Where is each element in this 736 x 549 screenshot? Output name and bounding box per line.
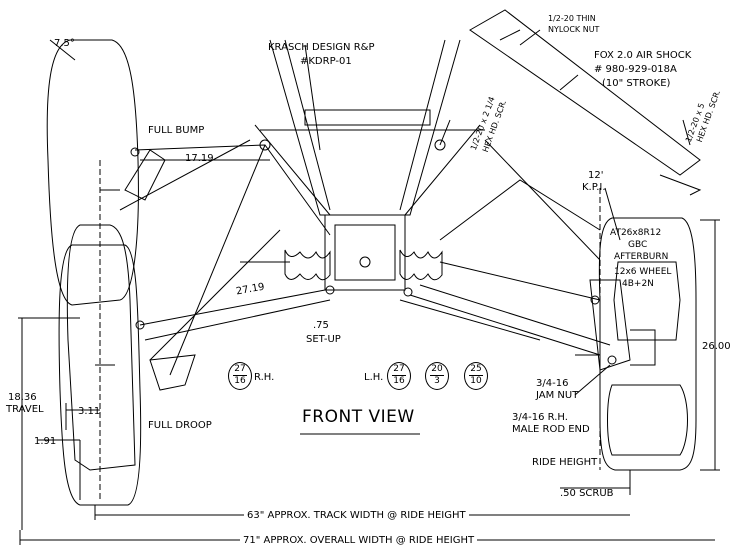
wheel-label-1: 12x6 WHEEL bbox=[614, 267, 672, 277]
track-width-label: 63" APPROX. TRACK WIDTH @ RIDE HEIGHT bbox=[244, 510, 469, 521]
setup-value-label: .75 bbox=[313, 320, 329, 331]
callout-bottom: 10 bbox=[470, 376, 482, 386]
right-tire bbox=[598, 217, 697, 471]
jam-nut-label-1: 3/4-16 bbox=[536, 378, 569, 389]
thin-nut-label: 1/2-20 THIN bbox=[548, 14, 596, 23]
tire-label-1: AT26x8R12 bbox=[610, 228, 662, 238]
dim-311-label: 3.11 bbox=[78, 406, 101, 417]
lower-arm-right bbox=[409, 294, 601, 356]
dim-191-label: 1.91 bbox=[34, 436, 57, 447]
travel-label: TRAVEL bbox=[6, 404, 44, 415]
part-number-label: #KDRP-01 bbox=[300, 56, 352, 67]
callout-bottom: 16 bbox=[393, 376, 405, 386]
height-label: 26.00 bbox=[702, 341, 731, 352]
rh-label: R.H. bbox=[254, 372, 275, 383]
full-bump-label: FULL BUMP bbox=[148, 125, 205, 136]
upper-arm-left bbox=[134, 144, 331, 236]
tire-label-3: AFTERBURN bbox=[614, 252, 669, 262]
full-droop-label: FULL DROOP bbox=[148, 420, 212, 431]
upper-arm-length-label: 17.19 bbox=[185, 153, 214, 164]
left-tire-droop bbox=[66, 224, 136, 471]
callout-top: 20 bbox=[430, 364, 444, 376]
shock-label-2: # 980-929-018A bbox=[594, 64, 677, 75]
callout-bubble: 25 10 bbox=[464, 362, 488, 390]
shock-label-3: (10" STROKE) bbox=[602, 78, 671, 89]
callout-bottom: 3 bbox=[434, 376, 440, 386]
steering-boot-left bbox=[284, 249, 331, 281]
left-tire-bump bbox=[46, 39, 139, 306]
upper-arm-right bbox=[439, 179, 601, 241]
rod-end-label-1: 3/4-16 R.H. bbox=[512, 412, 568, 423]
tire-label-2: GBC bbox=[628, 240, 648, 250]
right-wheel bbox=[613, 261, 681, 341]
chassis-frame bbox=[269, 39, 461, 216]
thin-nut-label-2: NYLOCK NUT bbox=[548, 25, 600, 34]
callout-bottom: 16 bbox=[234, 376, 246, 386]
rod-end-label-2: MALE ROD END bbox=[512, 424, 590, 435]
lh-label: L.H. bbox=[364, 372, 384, 383]
wheel-label-2: 4B+2N bbox=[622, 279, 654, 289]
callout-bubble: 27 16 bbox=[387, 362, 411, 390]
callout-bubble: 27 16 bbox=[228, 362, 252, 390]
left-tire-ride bbox=[58, 244, 142, 506]
travel-value-label: 18.36 bbox=[8, 392, 37, 403]
designer-label: KRASCH DESIGN R&P bbox=[268, 42, 375, 53]
kpi-value-label: 12' bbox=[588, 170, 604, 181]
overall-width-label: 71" APPROX. OVERALL WIDTH @ RIDE HEIGHT bbox=[240, 535, 478, 546]
callout-top: 27 bbox=[392, 364, 406, 376]
setup-label: SET-UP bbox=[306, 334, 341, 345]
scrub-label: .50 SCRUB bbox=[560, 488, 614, 499]
jam-nut-label-2: JAM NUT bbox=[536, 390, 579, 401]
ride-height-label: RIDE HEIGHT bbox=[532, 457, 598, 468]
lower-arm-left bbox=[139, 289, 326, 326]
front-view-title: FRONT VIEW bbox=[302, 407, 415, 427]
shock-label-1: FOX 2.0 AIR SHOCK bbox=[594, 50, 692, 61]
shock-absorber bbox=[469, 9, 701, 176]
callout-bubble: 20 3 bbox=[425, 362, 449, 390]
steering-boot-right bbox=[399, 249, 443, 281]
right-knuckle bbox=[589, 279, 631, 371]
callout-top: 27 bbox=[233, 364, 247, 376]
kpi-label: K.P.I. bbox=[582, 182, 606, 193]
callout-top: 25 bbox=[469, 364, 483, 376]
camber-label: 7.5° bbox=[54, 38, 75, 49]
